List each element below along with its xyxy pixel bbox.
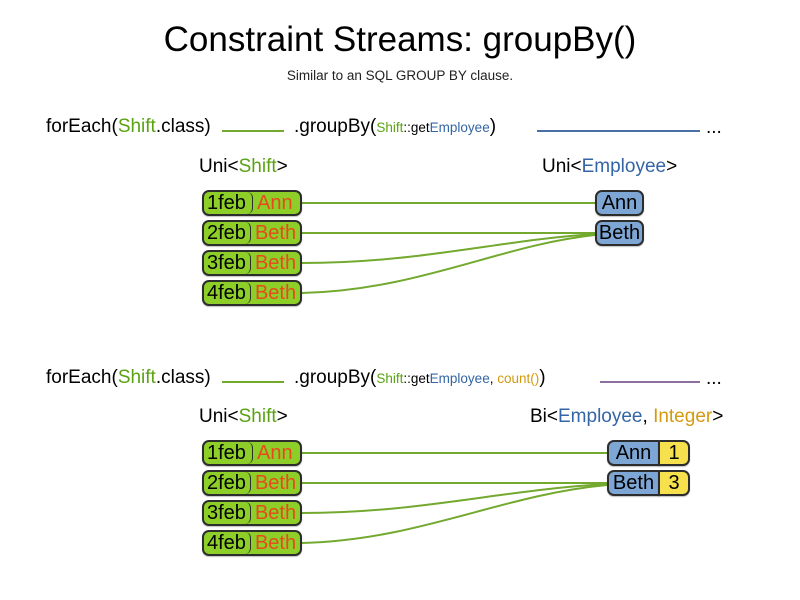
shift-date: 4feb xyxy=(204,532,251,554)
connector-foreach-groupby-green xyxy=(222,381,284,383)
code-line-bi: forEach(Shift.class) xyxy=(46,368,211,387)
type-label-suffix: > xyxy=(276,156,288,177)
group-by-prefix: .groupBy( xyxy=(294,116,377,137)
group-by-suffix: ) xyxy=(489,116,497,137)
group-by-arg-getter: ::get xyxy=(403,371,430,386)
count-node[interactable]: 3 xyxy=(658,470,690,496)
connector-groupby-trailing-blue xyxy=(537,130,700,132)
link-4feb-beth xyxy=(301,234,596,294)
shift-employee-name: Beth xyxy=(254,222,297,244)
group-by-arg-prop: Employee xyxy=(429,120,490,135)
type-label-separator: , xyxy=(642,406,654,427)
trailing-ellipsis-uni: ... xyxy=(706,117,722,138)
shift-date: 3feb xyxy=(204,502,251,524)
type-label-right-bi: Bi<Employee, Integer> xyxy=(530,406,723,428)
shift-date: 4feb xyxy=(204,282,251,304)
shift-employee-name: Beth xyxy=(254,252,297,274)
shift-node[interactable]: 2feb Beth xyxy=(202,220,302,246)
shift-node[interactable]: 4feb Beth xyxy=(202,280,302,306)
for-each-type: Shift xyxy=(117,116,156,137)
for-each-prefix: forEach( xyxy=(46,116,118,137)
shift-employee-name: Ann xyxy=(257,442,293,464)
shift-date: 1feb xyxy=(204,192,253,214)
count-value: 3 xyxy=(668,472,680,494)
for-each-prefix: forEach( xyxy=(46,367,118,388)
type-label-type: Employee xyxy=(558,406,643,427)
type-label-type: Shift xyxy=(238,406,277,427)
link-3feb-beth xyxy=(301,483,608,514)
shift-node[interactable]: 2feb Beth xyxy=(202,470,302,496)
count-value: 1 xyxy=(668,442,680,464)
count-node[interactable]: 1 xyxy=(658,440,690,466)
trailing-ellipsis-bi: ... xyxy=(706,368,722,389)
page-title: Constraint Streams: groupBy() xyxy=(163,20,637,59)
type-label-suffix: > xyxy=(666,156,678,177)
group-by-suffix: ) xyxy=(539,367,546,388)
type-label-suffix: > xyxy=(712,406,724,427)
type-label-prefix: Uni< xyxy=(199,406,239,427)
employee-count-pair[interactable]: Beth 3 xyxy=(607,470,690,496)
employee-node[interactable]: Ann xyxy=(595,190,644,216)
type-label-left-bi: Uni<Shift> xyxy=(199,406,288,428)
code-line-groupby-uni: .groupBy(Shift::getEmployee) xyxy=(294,117,496,136)
shift-node[interactable]: 3feb Beth xyxy=(202,250,302,276)
shift-employee-name: Ann xyxy=(257,192,293,214)
shift-date: 3feb xyxy=(204,252,251,274)
group-by-arg-getter: ::get xyxy=(403,120,430,135)
group-by-arg-type: Shift xyxy=(376,120,404,135)
employee-name: Beth xyxy=(612,472,655,494)
page-subtitle: Similar to an SQL GROUP BY clause. xyxy=(286,68,514,83)
employee-node[interactable]: Ann xyxy=(607,440,660,466)
type-label-type: Shift xyxy=(238,156,277,177)
shift-employee-name: Beth xyxy=(254,502,297,524)
shift-date: 2feb xyxy=(204,472,251,494)
group-by-arg-type: Shift xyxy=(376,371,404,386)
employee-node[interactable]: Beth xyxy=(607,470,660,496)
group-by-arg-prop: Employee xyxy=(429,371,490,386)
connector-groupby-trailing-purple xyxy=(600,381,700,383)
type-label-left-uni: Uni<Shift> xyxy=(199,156,288,178)
shift-node[interactable]: 1feb Ann xyxy=(202,190,302,216)
employee-count-pair[interactable]: Ann 1 xyxy=(607,440,690,466)
for-each-type: Shift xyxy=(117,367,156,388)
type-label-prefix: Uni< xyxy=(199,156,239,177)
type-label-right-uni: Uni<Employee> xyxy=(542,156,677,178)
employee-name: Ann xyxy=(615,442,652,464)
shift-node[interactable]: 3feb Beth xyxy=(202,500,302,526)
shift-date: 1feb xyxy=(204,442,253,464)
shift-node[interactable]: 1feb Ann xyxy=(202,440,302,466)
shift-date: 2feb xyxy=(204,222,251,244)
shift-employee-name: Beth xyxy=(254,472,297,494)
employee-name: Beth xyxy=(598,222,641,244)
code-line-uni: forEach(Shift.class) xyxy=(46,117,211,136)
type-label-prefix: Bi< xyxy=(530,406,558,427)
for-each-suffix: .class) xyxy=(155,116,211,137)
employee-name: Ann xyxy=(601,192,638,214)
code-line-groupby-bi: .groupBy(Shift::getEmployee, count()) xyxy=(294,368,546,387)
shift-employee-name: Beth xyxy=(254,282,297,304)
type-label-type2: Integer xyxy=(653,406,713,427)
shift-employee-name: Beth xyxy=(254,532,297,554)
link-3feb-beth xyxy=(301,233,596,264)
link-4feb-beth xyxy=(301,484,608,544)
type-label-prefix: Uni< xyxy=(542,156,582,177)
type-label-type: Employee xyxy=(581,156,667,177)
for-each-suffix: .class) xyxy=(155,367,211,388)
group-by-arg-collector: count() xyxy=(497,371,540,386)
connector-foreach-groupby-green xyxy=(222,130,284,132)
group-by-arg-comma: , xyxy=(489,371,498,386)
shift-node[interactable]: 4feb Beth xyxy=(202,530,302,556)
type-label-suffix: > xyxy=(276,406,288,427)
group-by-prefix: .groupBy( xyxy=(294,367,377,388)
employee-node[interactable]: Beth xyxy=(595,220,644,246)
